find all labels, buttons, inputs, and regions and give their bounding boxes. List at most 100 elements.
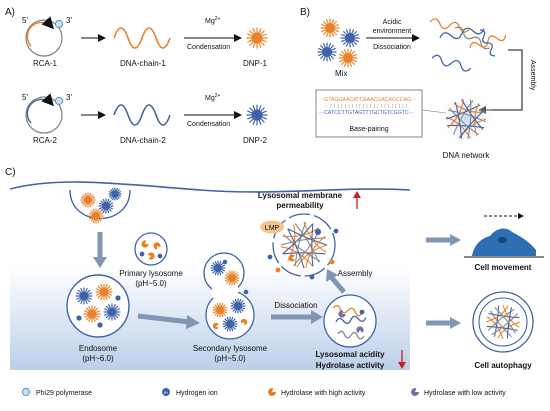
network-glow	[436, 89, 496, 149]
hydrogen-ion-icon	[76, 315, 82, 321]
hydrolase-icon	[141, 240, 149, 248]
dnp-particle-icon	[98, 198, 114, 214]
five-prime-label-1: 5'	[22, 16, 28, 25]
endosome-ph-label: (pH~6.0)	[82, 354, 114, 363]
hydrolase-low-icon	[410, 388, 419, 396]
primary-lysosome-ph-label: (pH~5.0)	[135, 279, 167, 288]
legend-hydrolase-low: Hydrolase with low activity	[424, 390, 506, 397]
endosome-dnps	[75, 283, 121, 328]
hydrolase-icon	[240, 318, 248, 326]
panel-c: C) Endosome (pH~6.0) Primary lysosome (p…	[5, 167, 544, 370]
sequence-top: ···GTAGGAACATCAAACGACAGCCAG···	[319, 97, 416, 103]
hydrolase-icon	[356, 326, 364, 334]
acidic-label-2: environment	[373, 28, 412, 35]
rca-2-label: RCA-2	[33, 136, 58, 145]
vesicle-dnps	[80, 187, 122, 224]
endosome-label: Endosome	[79, 344, 118, 353]
hydrolase-icon	[153, 242, 161, 250]
base-pair-ticks	[330, 104, 407, 108]
lmp-title-2: permeability	[276, 201, 324, 210]
primary-lysosome-hydrolases	[139, 240, 163, 260]
hydrogen-ion-icon	[139, 251, 145, 257]
dnp-particle-icon	[210, 260, 226, 276]
svg-text:H+: H+	[164, 391, 169, 395]
hydrolase-icon	[288, 254, 296, 262]
assembly-label-c: Assembly	[338, 269, 373, 278]
hydrogen-ion-icon	[315, 229, 321, 235]
dnp-1-particle	[246, 27, 268, 49]
mg-label-2: Mg2+	[205, 93, 221, 102]
lmp-tag-label: LMP	[265, 225, 280, 232]
hydrolase-high-icon	[268, 388, 276, 396]
dnp-particle-icon	[212, 302, 228, 318]
dnp-particle-icon	[95, 283, 113, 301]
secondary-lysosome-contents	[210, 259, 249, 332]
dna-chain-2-wave	[113, 104, 171, 126]
dissociated-strands-and-hydrolases	[332, 305, 367, 340]
secondary-lysosome-ph-label: (pH~5.0)	[214, 354, 246, 363]
mix-label: Mix	[335, 69, 347, 78]
phi29-polymerase-icon	[54, 96, 64, 106]
lmp-tag	[260, 220, 284, 234]
legend-phi29: Phi29 polymerase	[36, 390, 92, 397]
hydrolase-icon	[147, 252, 155, 260]
dnp-2-particle	[246, 104, 268, 126]
hydrogen-ion-icon	[222, 259, 228, 265]
hydrolase-icon	[410, 388, 419, 396]
dnp-particle-icon	[320, 18, 340, 38]
mg-label-1: Mg2+	[205, 16, 221, 25]
dnp-1-label: DNP-1	[243, 59, 268, 68]
hydrolase-icon	[268, 388, 276, 396]
autophagosome-inner	[478, 297, 528, 347]
arrow-assembly-c	[330, 276, 346, 294]
cell-membrane	[9, 181, 411, 193]
arrow-assembly	[478, 49, 523, 114]
dnp-particle-icon	[88, 208, 104, 224]
hydrogen-ion-icon	[243, 289, 249, 295]
autophagosome-network	[485, 304, 521, 340]
sequence-bottom: ···CATCCTTGTAGTTTGCTGTCGGTC···	[319, 110, 414, 116]
dnp-particle-icon	[340, 28, 360, 48]
rca-1-template	[25, 16, 64, 57]
dnp-particle-icon	[75, 287, 93, 305]
arrow-fusion	[137, 313, 191, 325]
dnp-particle-icon	[317, 42, 337, 62]
dnp-particle-icon	[246, 104, 268, 126]
cell-autophagy-label: Cell autophagy	[474, 361, 532, 370]
dnp-particle-icon	[80, 192, 96, 208]
hydrogen-ion-icon	[162, 388, 170, 396]
dnp-particle-icon	[338, 48, 358, 68]
lysosome-dna-network	[280, 221, 328, 269]
primary-lysosome-label: Primary lysosome	[119, 269, 183, 278]
dna-chain-2-label: DNA-chain-2	[120, 136, 166, 145]
panel-b: B) Mix Acidic environment Dissociation A…	[300, 7, 536, 160]
dnp-particle-icon	[224, 270, 240, 286]
primary-lysosome	[134, 232, 168, 266]
hydrogen-ion-icon	[97, 322, 103, 328]
rca-2-template	[25, 93, 64, 134]
rca-1-label: RCA-1	[33, 59, 58, 68]
cell-movement-label: Cell movement	[475, 263, 532, 272]
phi29-polymerase-icon	[21, 387, 31, 397]
three-prime-label-2: 3'	[66, 93, 72, 102]
dissociation-label: Dissociation	[373, 44, 411, 51]
panel-a: A) 5' 3' RCA-1 DNA-chain-1 Mg2+ Condensa…	[5, 7, 268, 145]
panel-a-label: A)	[5, 7, 15, 18]
dna-chain-1-wave	[113, 27, 171, 49]
dnp-particle-icon	[103, 303, 121, 321]
five-prime-label-2: 5'	[22, 93, 28, 102]
lysosomal-acidity-label: Lysosomal acidity	[315, 350, 385, 359]
dnp-mix-cluster	[317, 18, 360, 68]
dnp-particle-icon	[108, 187, 122, 201]
dnp-particle-icon	[246, 27, 268, 49]
phi29-polymerase-icon	[54, 19, 64, 29]
hydrolase-icon	[338, 310, 346, 318]
dnp-particle-icon	[230, 298, 246, 314]
legend-hydrogen: Hydrogen ion	[176, 390, 218, 397]
condensation-label-2: Condensation	[187, 121, 230, 128]
assembly-label: Assembly	[529, 60, 536, 91]
hydrogen-ion-icon	[157, 253, 163, 259]
hydrolase-activity-label: Hydrolase activity	[316, 361, 385, 370]
panel-b-label: B)	[300, 7, 310, 18]
